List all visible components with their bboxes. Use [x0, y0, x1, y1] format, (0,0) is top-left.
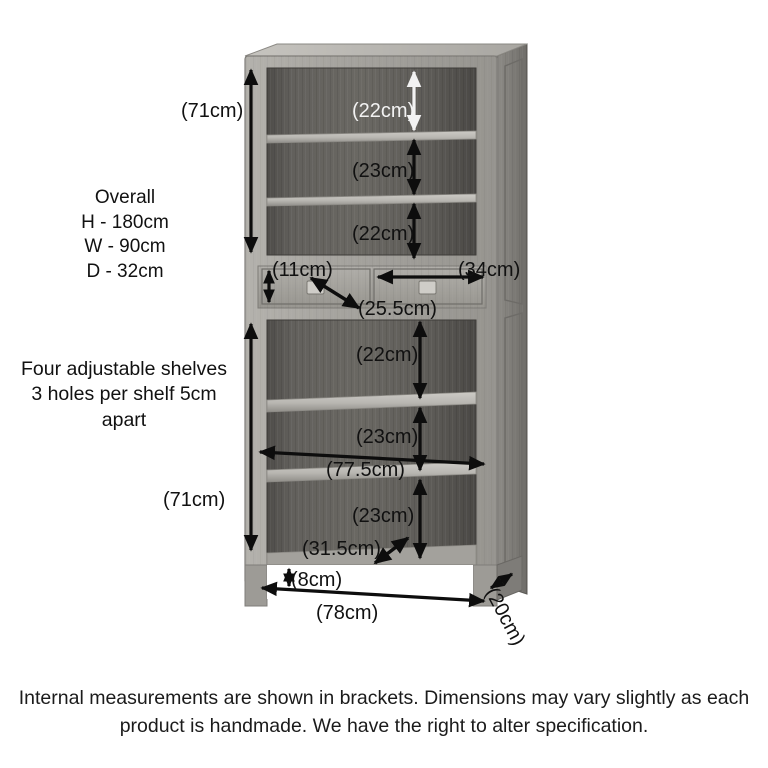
- adjustable-shelves-note: Four adjustable shelves 3 holes per shel…: [21, 358, 227, 431]
- shelf-upper-2: [266, 193, 477, 207]
- label-lower-gap-1: (22cm): [356, 344, 419, 366]
- label-drawer-width: (34cm): [458, 259, 521, 281]
- label-upper-gap-3: (22cm): [352, 223, 415, 245]
- label-upper-gap-2: (23cm): [352, 160, 415, 182]
- drawer-handle-right: [418, 280, 437, 295]
- label-upper-section-height: (71cm): [181, 100, 244, 122]
- label-drawer-depth: (25.5cm): [358, 298, 437, 320]
- label-upper-gap-1: (22cm): [352, 100, 415, 122]
- foot-front-left: [244, 564, 268, 607]
- shelf-upper-1: [266, 130, 477, 144]
- label-internal-width: (77.5cm): [326, 459, 405, 481]
- arrow-drawer-depth: [309, 276, 361, 310]
- arrow-foot-depth: [489, 572, 514, 590]
- label-base-width: (78cm): [316, 602, 379, 624]
- label-internal-depth: (31.5cm): [302, 538, 381, 560]
- label-plinth-height: (8cm): [291, 569, 343, 591]
- disclaimer-text: Internal measurements are shown in brack…: [18, 687, 750, 738]
- label-lower-gap-2: (23cm): [356, 426, 419, 448]
- arrow-internal-width: [258, 445, 486, 471]
- overall-dimensions-text: Overall H - 180cm W - 90cm D - 32cm: [81, 187, 169, 283]
- bookcase-side-panel: [496, 43, 528, 595]
- label-lower-section-height: (71cm): [163, 489, 226, 511]
- lower-cavity: [266, 319, 477, 566]
- upper-cavity: [266, 67, 477, 256]
- bookcase-top: [244, 43, 528, 57]
- label-lower-gap-3: (23cm): [352, 505, 415, 527]
- arrow-base-width: [260, 581, 486, 608]
- arrow-internal-depth: [373, 536, 410, 565]
- label-drawer-height: (11cm): [272, 259, 333, 281]
